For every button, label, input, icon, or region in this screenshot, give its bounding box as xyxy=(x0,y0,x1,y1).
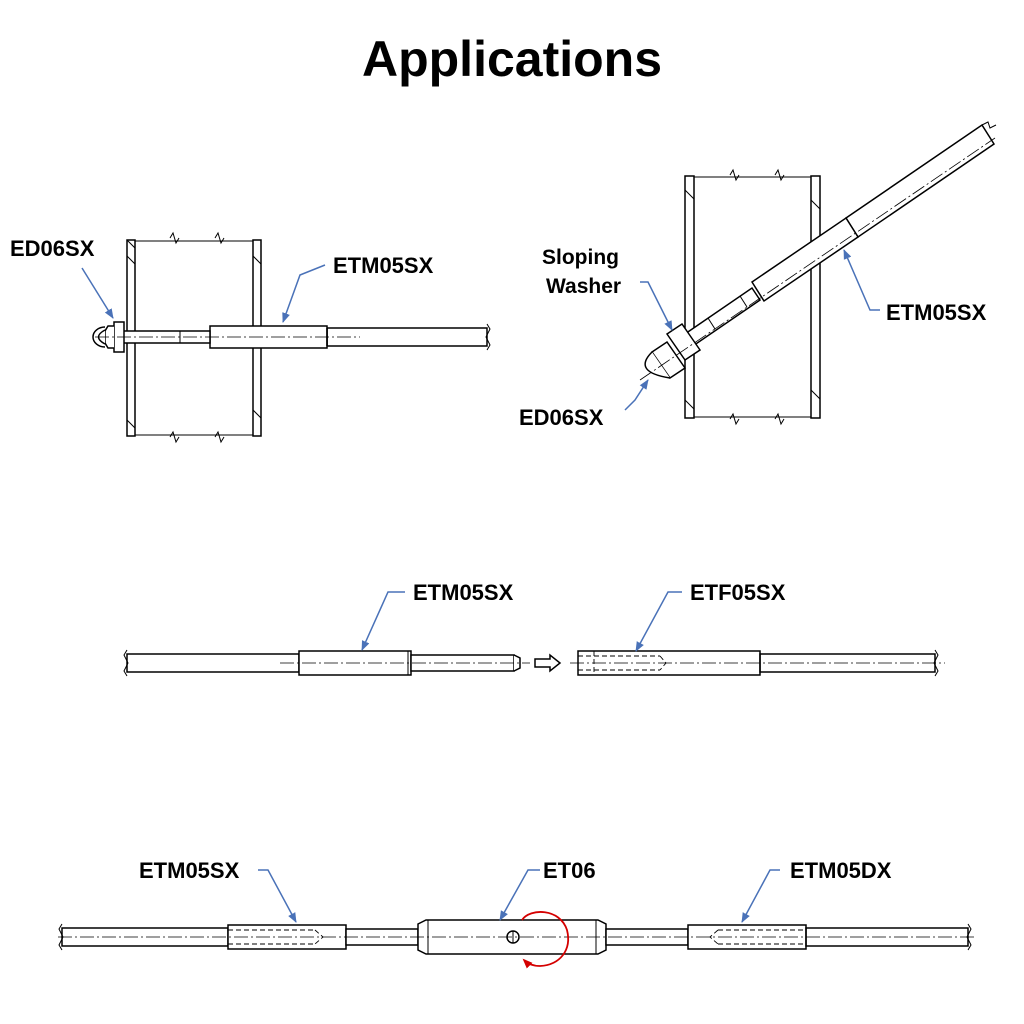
diagram-turnbuckle: ETM05SX ET06 ETM05DX xyxy=(58,858,975,969)
label-etm05sx: ETM05SX xyxy=(333,253,434,278)
diagram-wall-fixing: ED06SX ETM05SX xyxy=(10,231,491,444)
label-etm05sx-left: ETM05SX xyxy=(139,858,240,883)
diagram-sloping-fixing: Sloping Washer ETM05SX ED06SX xyxy=(519,121,997,430)
label-et06: ET06 xyxy=(543,858,596,883)
label-etf05sx: ETF05SX xyxy=(690,580,786,605)
sloping-washer xyxy=(665,322,702,362)
wall-section-sloping xyxy=(684,168,821,426)
page-title: Applications xyxy=(361,31,663,87)
label-etm05dx: ETM05DX xyxy=(790,858,892,883)
diagram-male-female: ETM05SX ETF05SX xyxy=(123,580,945,677)
label-ed06sx: ED06SX xyxy=(10,236,95,261)
label-sloping: Sloping xyxy=(542,246,619,269)
assembly-arrow xyxy=(534,653,562,673)
etm05sx-fitting-sloping xyxy=(750,216,860,303)
steel-cable-sloping xyxy=(844,123,996,239)
label-washer: Washer xyxy=(546,275,621,298)
steel-cable-left xyxy=(126,653,300,673)
rotation-arrow-icon xyxy=(521,911,569,969)
label-ed06sx-sloping: ED06SX xyxy=(519,405,604,430)
label-etm05sx-sloping: ETM05SX xyxy=(886,300,987,325)
label-etm05sx-male: ETM05SX xyxy=(413,580,514,605)
